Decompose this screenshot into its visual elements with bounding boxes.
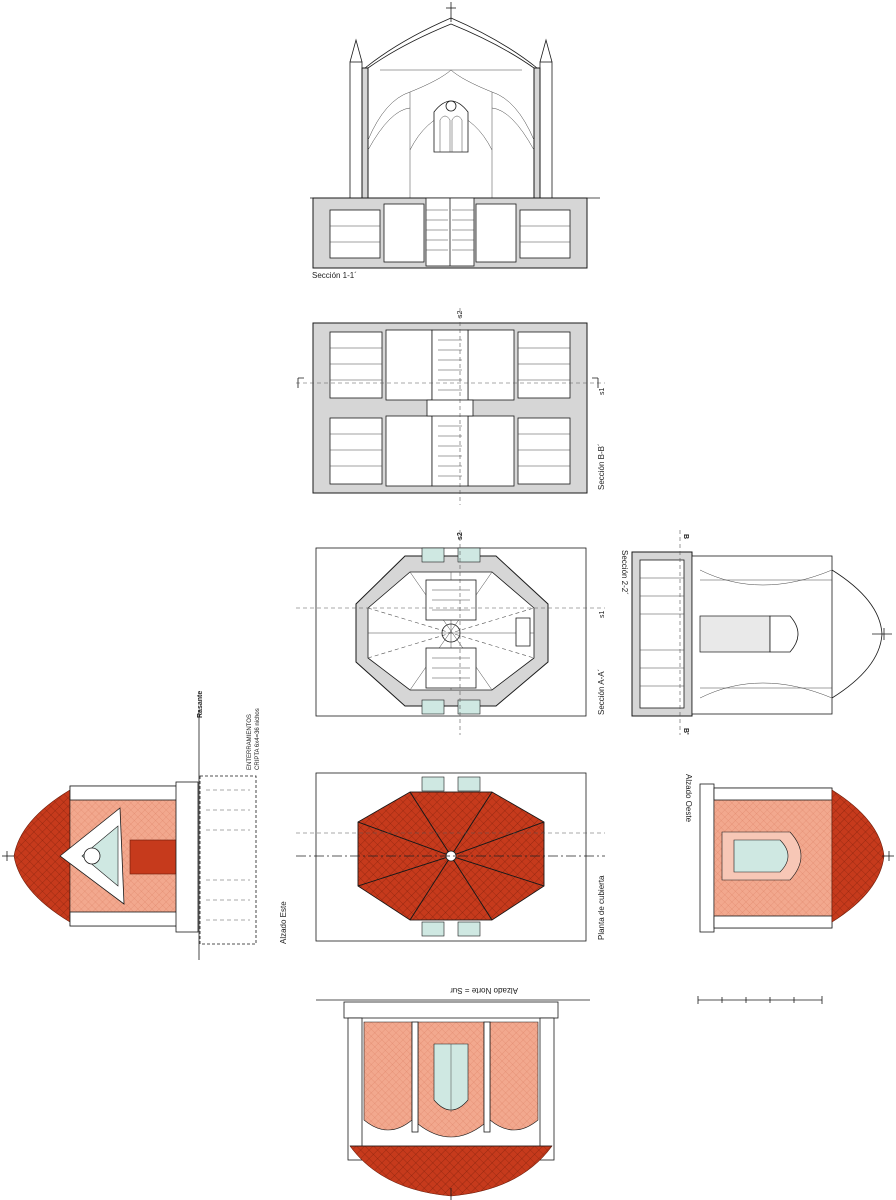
section-a-a-drawing: s2 s1 Sección A-A´ xyxy=(296,530,606,735)
rasante-label: Rasante xyxy=(197,691,204,718)
cripta-nichos-label: CRIPTA 6x4=36 nichos xyxy=(255,708,261,770)
roof-plan-drawing: Planta de cubierta xyxy=(296,772,606,942)
west-elevation-label: Alzado Oeste xyxy=(684,774,693,823)
scale-bar xyxy=(697,996,823,1004)
section-1-1-drawing: Sección 1-1´ xyxy=(310,2,600,280)
east-elevation-label: Alzado Este xyxy=(279,901,288,944)
north-south-elevation-drawing: Alzado Norte = Sur xyxy=(316,986,590,1200)
section-2-2-drawing: B B' Sección 2-2´ xyxy=(620,530,892,735)
section-b-b-label: Sección B-B´ xyxy=(597,443,606,490)
section-b-b-drawing: s2 s1 Sección B-B´ xyxy=(296,308,606,505)
roof-plan-label: Planta de cubierta xyxy=(597,875,606,940)
east-elevation-drawing: Rasante ENTERRAMIENTOS CRIPTA 6x4=36 nic… xyxy=(2,691,288,960)
marker-b-prime: B' xyxy=(682,728,689,735)
section-a-a-label: Sección A-A´ xyxy=(597,669,606,715)
enterramientos-label: ENTERRAMIENTOS xyxy=(247,714,253,770)
north-south-elevation-label: Alzado Norte = Sur xyxy=(450,986,518,995)
marker-s1-right: s1 xyxy=(599,388,606,396)
section-2-2-label: Sección 2-2´ xyxy=(620,550,629,595)
marker-b: B xyxy=(682,534,689,539)
section-1-1-label: Sección 1-1´ xyxy=(312,271,357,280)
marker-s2-top: s2 xyxy=(457,311,464,319)
marker-s2-aa: s2 xyxy=(457,532,464,540)
west-elevation-drawing: Alzado Oeste xyxy=(684,774,894,933)
marker-s1-aa: s1 xyxy=(599,611,606,619)
